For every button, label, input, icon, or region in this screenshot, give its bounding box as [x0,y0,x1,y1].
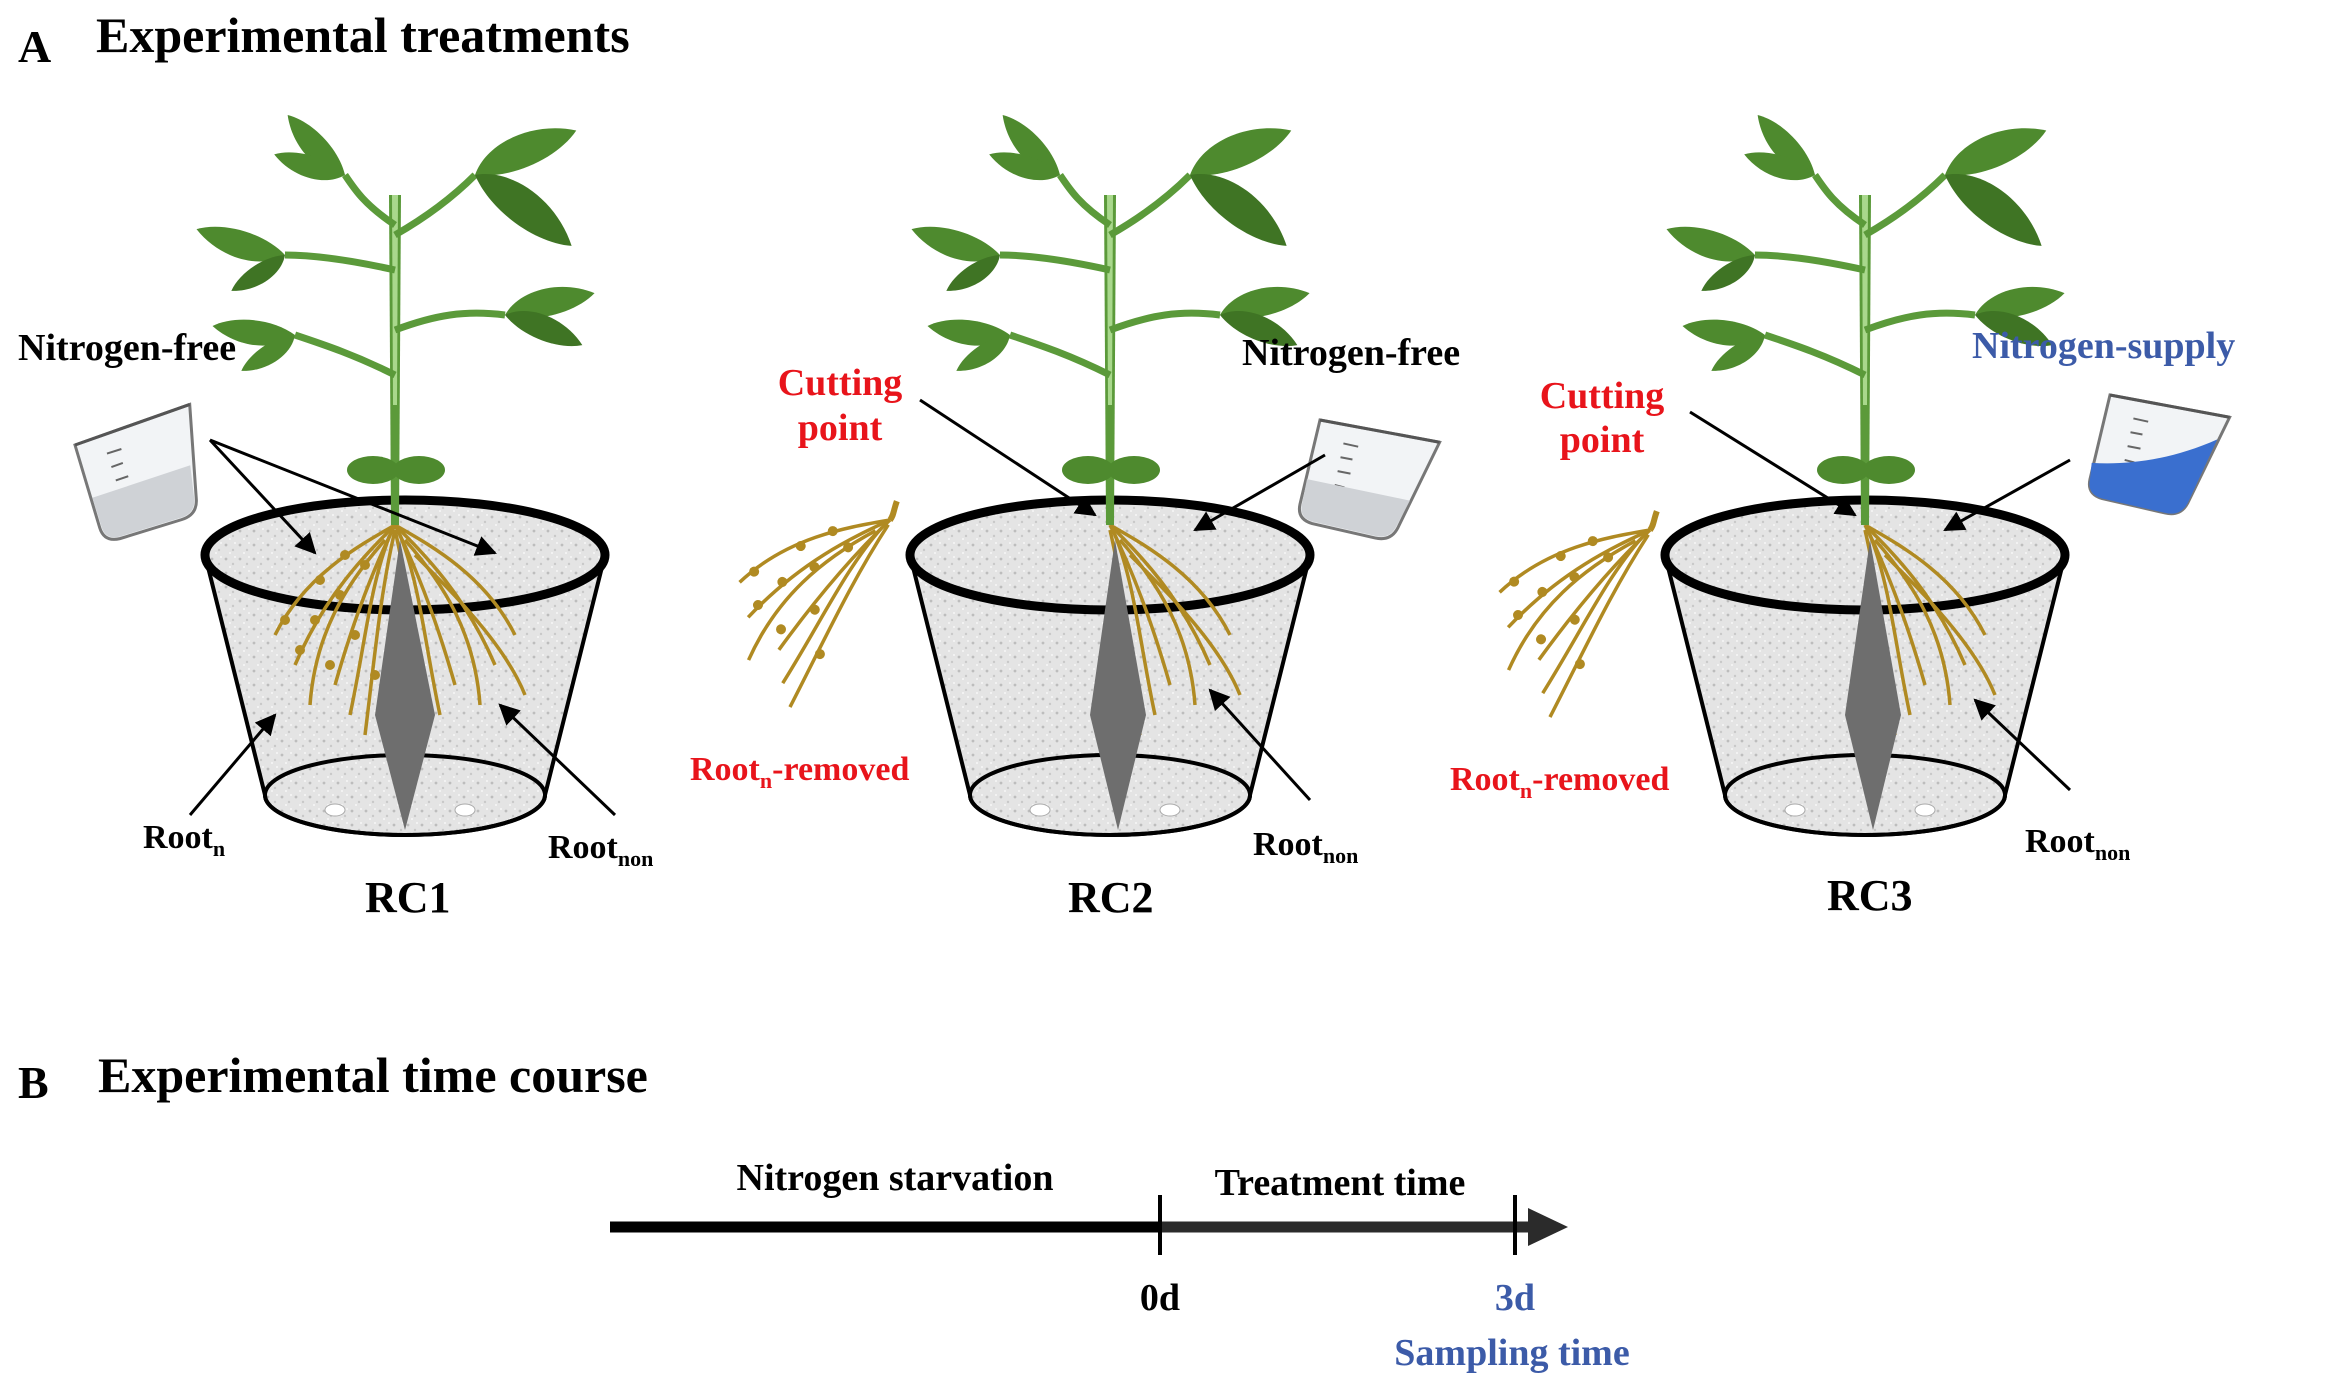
panel-b-letter: B [18,1057,49,1108]
root-divider [1090,540,1146,830]
pot-rc2 [907,107,1312,835]
root-non-label-rc1: Rootnon [548,829,653,871]
timeline [610,1195,1568,1255]
removed-roots-rc3 [1463,487,1660,730]
panel-a-letter: A [18,21,51,72]
cut-label2-rc2: point [798,407,883,449]
pot-rc3 [1662,107,2067,835]
cut-label-rc3: Cutting [1540,375,1665,417]
removed-label-rc3: Rootn-removed [1450,761,1669,803]
beaker-rc2 [1284,399,1442,557]
panel-b-title: Experimental time course [98,1047,648,1103]
pot-name-rc3: RC3 [1827,871,1913,920]
solution-label-rc1: Nitrogen-free [18,327,236,369]
pot-name-rc1: RC1 [365,873,451,922]
solution-label-rc3: Nitrogen-supply [1972,325,2235,367]
phase-starvation: Nitrogen starvation [737,1157,1054,1199]
solution-label-rc2: Nitrogen-free [1242,332,1460,374]
removed-label-rc2: Rootn-removed [690,751,909,793]
cut-label2-rc3: point [1560,419,1645,461]
pot-name-rc2: RC2 [1068,873,1154,922]
cut-label-rc2: Cutting [778,362,903,404]
pot-rc1 [192,107,605,835]
beaker-rc1 [70,402,213,546]
root-divider [1845,540,1901,830]
root-divider [375,540,435,830]
tick-label-0d: 0d [1140,1277,1180,1319]
removed-roots-rc2 [703,477,900,720]
panel-a-title: Experimental treatments [96,7,630,63]
root-non-label-rc3: Rootnon [2025,823,2130,865]
phase-treatment: Treatment time [1215,1162,1466,1204]
sampling-time-label: Sampling time [1394,1332,1629,1374]
root-n-label-rc1: Rootn [143,819,225,861]
beaker-rc3 [2074,374,2232,532]
root-non-label-rc2: Rootnon [1253,826,1358,868]
tick-label-3d: 3d [1495,1277,1535,1319]
